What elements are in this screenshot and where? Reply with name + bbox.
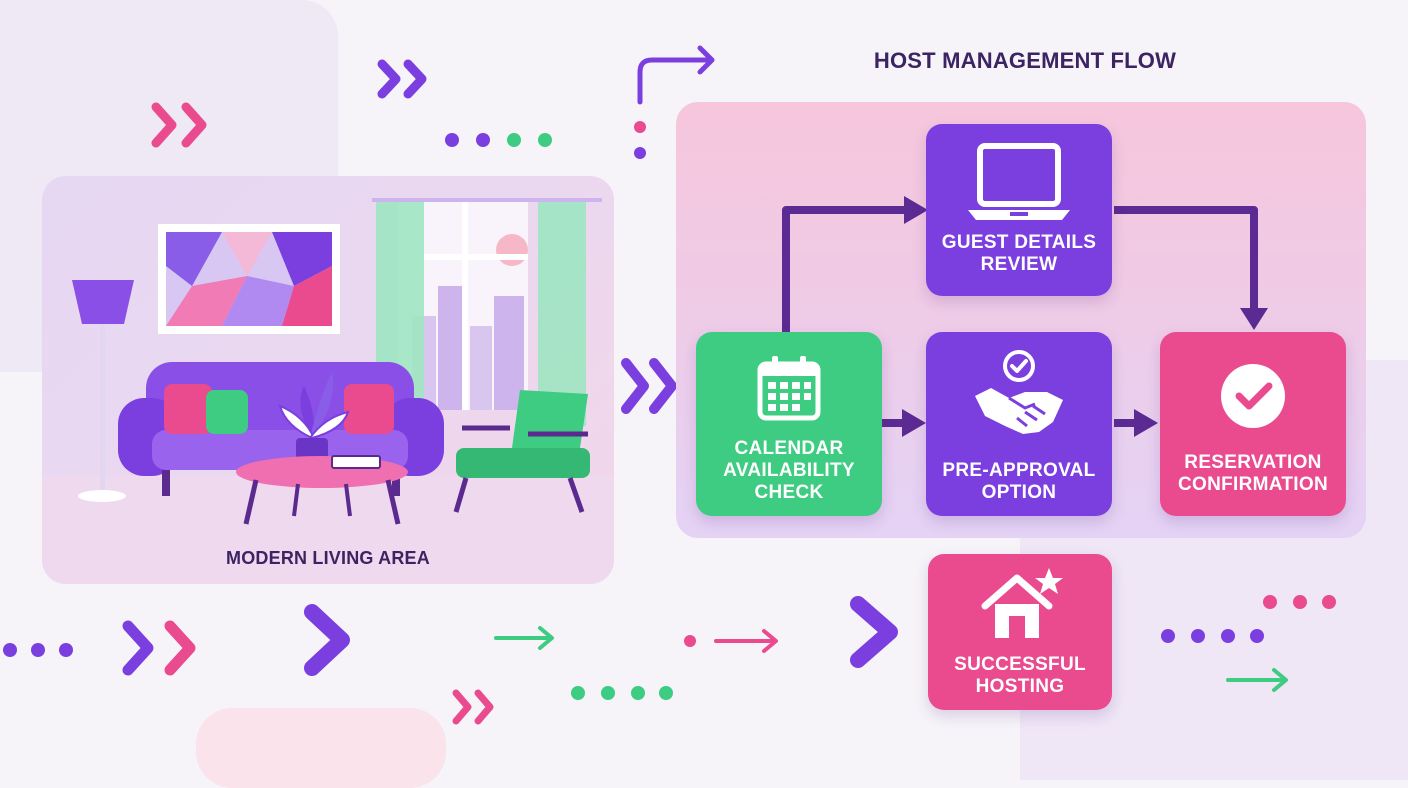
armchair-icon [453, 390, 590, 513]
living-area-caption: MODERN LIVING AREA [226, 548, 430, 568]
chevron-double-icon [452, 689, 494, 725]
flow-title: HOST MANAGEMENT FLOW [873, 48, 1177, 73]
arrow-right-icon [494, 626, 554, 650]
corner-arrow-icon [637, 45, 715, 105]
connector-calendar-to-guest [782, 206, 908, 332]
floor-lamp-icon [72, 280, 134, 502]
dots [3, 121, 1336, 700]
chevron-double-icon [151, 102, 207, 148]
decorations [3, 45, 1336, 725]
wall-painting-icon [158, 224, 340, 334]
calendar-icon [757, 356, 821, 421]
chevron-double-icon [621, 358, 677, 414]
check-circle-icon [1221, 364, 1285, 428]
laptop-icon [968, 143, 1070, 220]
living-room-illustration [42, 198, 614, 584]
chevron-double-icon [377, 59, 427, 99]
connector-guest-to-reservation [1114, 206, 1258, 312]
coffee-table-icon [236, 455, 408, 525]
living-area-card: MODERN LIVING AREA [42, 176, 614, 584]
chevron-icon [850, 596, 898, 668]
arrow-right-icon [1226, 668, 1288, 692]
handshake-icon [975, 350, 1063, 434]
house-star-icon [981, 568, 1063, 638]
arrow-right-icon [714, 629, 778, 653]
chevron-double-icon [122, 620, 196, 676]
flow-connectors [782, 196, 1268, 437]
chevron-icon [304, 604, 350, 676]
window-icon [372, 198, 602, 426]
